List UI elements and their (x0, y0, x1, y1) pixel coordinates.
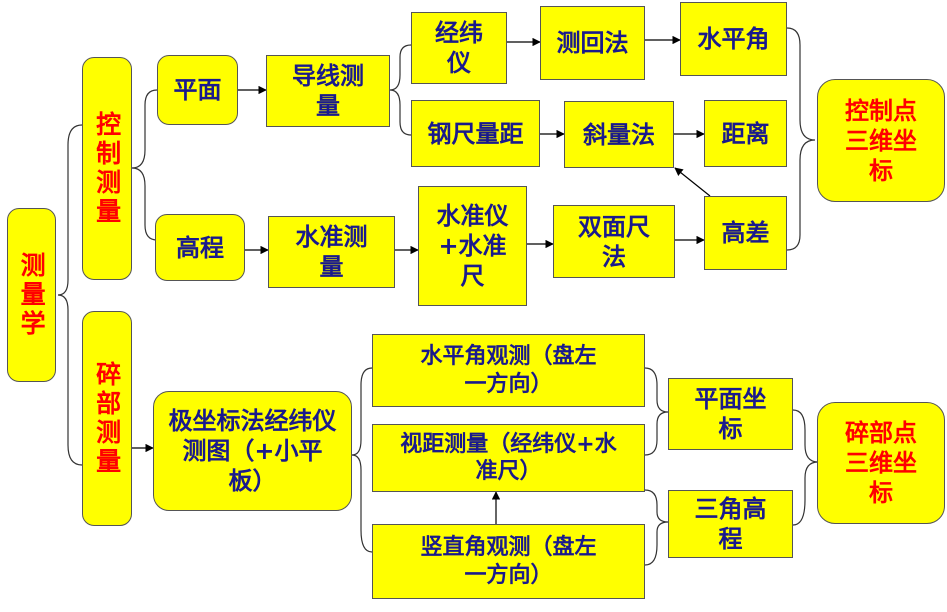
repetition-label: 测回法 (556, 29, 629, 57)
leveling-box: 水准测量 (268, 216, 395, 288)
detail-survey-box: 碎部测量 (82, 311, 132, 526)
control-result-label: 控制点三维坐标 (845, 96, 917, 185)
traverse-label: 导线测量 (292, 62, 364, 120)
root-label: 测量学 (17, 251, 47, 339)
horizontal-angle-label: 水平角 (697, 25, 770, 53)
distance-label: 距离 (721, 119, 770, 148)
double-face-label: 双面尺法 (578, 212, 650, 271)
elevation-label: 高程 (176, 233, 224, 262)
traverse-box: 导线测量 (266, 55, 390, 127)
level-staff-label: 水准仪+水准尺 (436, 202, 509, 290)
plane-coord-box: 平面坐标 (668, 378, 793, 450)
plane-coord-label: 平面坐标 (694, 385, 767, 443)
leveling-label: 水准测量 (295, 223, 368, 281)
control-survey-label: 控制测量 (92, 110, 122, 227)
polar-method-label: 极坐标法经纬仪测图（+小平板） (168, 407, 337, 495)
detail-result-box: 碎部点三维坐标 (817, 402, 945, 524)
v-angle-obs-box: 竖直角观测（盘左一方向） (372, 524, 645, 599)
control-survey-box: 控制测量 (82, 57, 132, 280)
control-result-brace (786, 27, 816, 251)
plane-brace (644, 367, 669, 456)
control-brace (131, 89, 158, 241)
plane-box: 平面 (157, 55, 238, 125)
h-angle-obs-box: 水平角观测（盘左一方向） (372, 334, 645, 407)
plane-label: 平面 (173, 76, 222, 104)
root-box: 测量学 (7, 208, 56, 382)
stadia-box: 视距测量（经纬仪+水准尺） (372, 424, 645, 492)
elevation-box: 高程 (155, 214, 245, 281)
trig-height-label: 三角高程 (694, 495, 767, 553)
slope-method-label: 斜量法 (583, 120, 655, 149)
height-diff-label: 高差 (721, 219, 770, 247)
height-diff-box: 高差 (704, 196, 787, 270)
steel-tape-box: 钢尺量距 (411, 100, 540, 167)
horizontal-angle-box: 水平角 (680, 2, 787, 76)
trig-height-box: 三角高程 (668, 490, 793, 558)
root-brace (57, 124, 83, 466)
slope-method-box: 斜量法 (564, 101, 674, 168)
theodolite-box: 经纬仪 (411, 12, 507, 84)
h-angle-obs-label: 水平角观测（盘左一方向） (420, 344, 597, 397)
trig-brace (644, 489, 669, 566)
detail-result-brace (792, 409, 819, 526)
theodolite-label: 经纬仪 (435, 19, 483, 77)
stadia-label: 视距测量（经纬仪+水准尺） (400, 431, 617, 485)
polar-brace (351, 367, 373, 553)
level-staff-box: 水准仪+水准尺 (418, 186, 527, 306)
distance-box: 距离 (704, 100, 787, 167)
double-face-box: 双面尺法 (553, 205, 675, 278)
control-result-box: 控制点三维坐标 (817, 79, 945, 202)
detail-result-label: 碎部点三维坐标 (845, 419, 917, 507)
detail-survey-label: 碎部测量 (92, 360, 122, 477)
repetition-box: 测回法 (540, 6, 645, 80)
arrow-heightdiff-slope (674, 167, 711, 197)
polar-method-box: 极坐标法经纬仪测图（+小平板） (153, 391, 352, 511)
traverse-brace (389, 44, 412, 136)
steel-tape-label: 钢尺量距 (427, 119, 524, 148)
v-angle-obs-label: 竖直角观测（盘左一方向） (420, 535, 597, 588)
